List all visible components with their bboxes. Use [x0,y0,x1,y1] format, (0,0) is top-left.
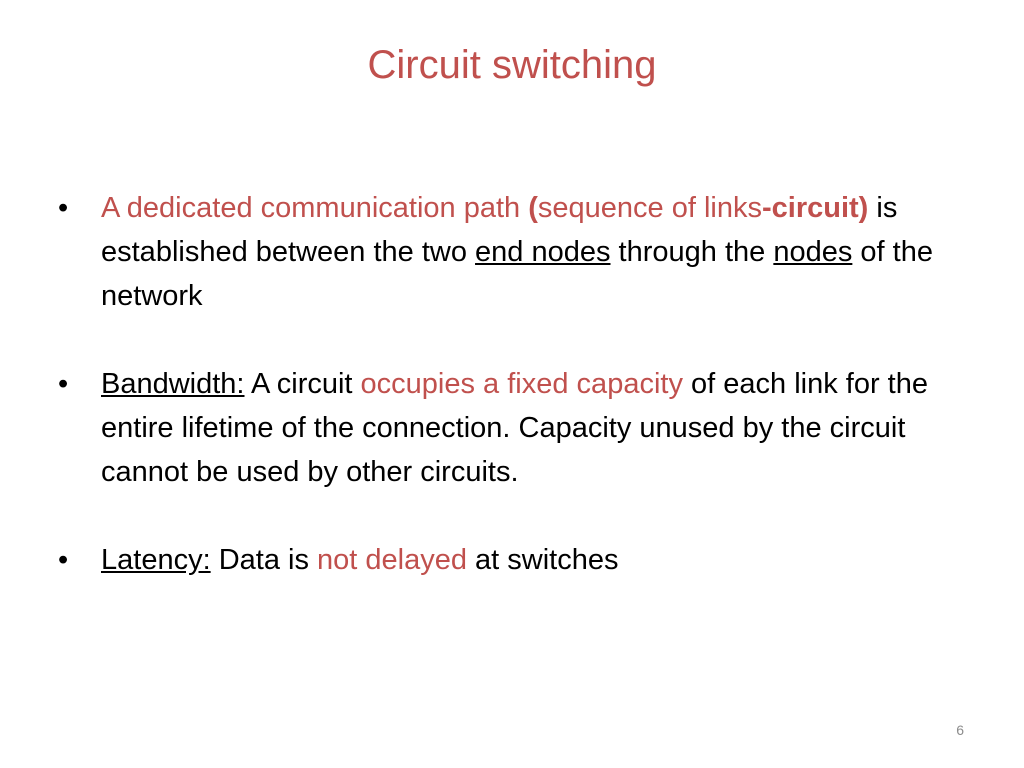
bullet-item-dedicated-path: • A dedicated communication path (sequenc… [58,186,978,318]
text-end-nodes: end nodes [475,236,611,268]
slide-title: Circuit switching [367,43,657,87]
text-circuit: circuit) [771,192,869,224]
page-number: 6 [956,722,964,738]
text-open-paren: ( [528,192,538,224]
label-bandwidth: Bandwidth: [101,368,245,400]
text-dedicated-path: A dedicated communication path [101,192,529,224]
bullet-icon: • [58,192,69,224]
bullet-list: • A dedicated communication path (sequenc… [58,186,978,582]
bullet-icon: • [58,544,69,576]
text-dash: - [761,192,772,224]
label-latency: Latency: [101,544,211,576]
bullet-icon: • [58,368,69,400]
bullet-item-latency: • Latency: Data is not delayed at switche… [58,538,978,582]
text-established: is established between the two [101,192,898,268]
text-bandwidth-rest: of each link for the entire lifetime of … [101,368,928,488]
text-at-switches: at switches [466,544,619,576]
text-a-circuit: A circuit [244,368,361,400]
text-data-is: Data is [210,544,318,576]
text-not-delayed: not delayed [317,544,467,576]
bullet-item-bandwidth: • Bandwidth: A circuit occupies a fixed c… [58,362,978,494]
text-sequence-of-links: sequence of links [537,192,762,224]
text-of-the-network: of the network [101,236,933,312]
text-fixed-capacity: occupies a fixed capacity [360,368,683,400]
text-through-the: through the [610,236,774,268]
text-nodes: nodes [773,236,853,268]
